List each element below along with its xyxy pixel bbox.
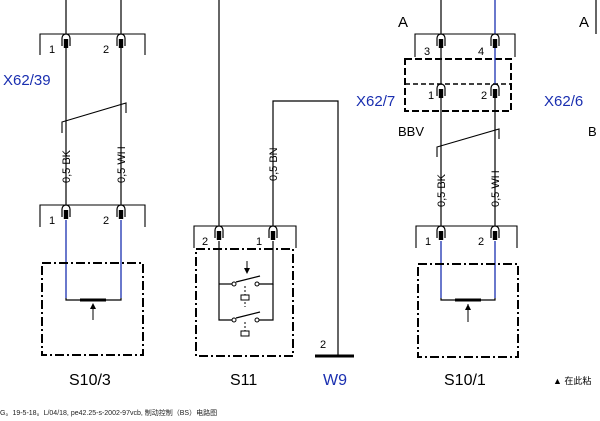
left-circuit: 1 2 X62/39 0,5 BK 0,5 WH 1 2 S10/3 xyxy=(3,0,146,389)
footer-note: ▲ 在此粘 xyxy=(553,375,591,386)
right-circuit: A 3 4 1 2 X62/7 BBV 0,5 BK 0,5 WH xyxy=(356,0,519,389)
marker-a-right: A xyxy=(579,14,589,31)
component-label-w9: W9 xyxy=(323,372,347,389)
pin-label: 2 xyxy=(478,236,484,248)
pin-label: 2 xyxy=(202,236,208,248)
wire-label-left-bk: 0,5 BK xyxy=(61,149,73,183)
connector-s11 xyxy=(193,225,297,248)
ground-w9: 2 W9 xyxy=(315,339,354,389)
wire-label-right-wh: 0,5 WH xyxy=(490,170,502,207)
connector-x62-39-top xyxy=(39,33,146,55)
pin-label: 1 xyxy=(425,236,431,248)
pin-label: 1 xyxy=(428,90,434,102)
wire-label-s11-bn: 0,5 BN xyxy=(268,147,280,181)
pin-label: 4 xyxy=(478,46,484,58)
wire-label-left-wh: 0,5 WH xyxy=(116,146,128,183)
pin-label: 3 xyxy=(424,46,430,58)
pin-label: 2 xyxy=(320,339,326,351)
pin-label: 1 xyxy=(256,236,262,248)
connector-label-x62-6: X62/6 xyxy=(544,93,583,110)
component-label-s10-1: S10/1 xyxy=(444,372,486,389)
pin-label: 2 xyxy=(481,90,487,102)
pin-label: 2 xyxy=(103,44,109,56)
marker-a: A xyxy=(398,14,408,31)
component-label-s10-3: S10/3 xyxy=(69,372,111,389)
connector-right-top xyxy=(414,33,516,57)
pin-label: 2 xyxy=(103,215,109,227)
connector-left-mid xyxy=(39,204,146,227)
connector-label-x62-39: X62/39 xyxy=(3,72,51,89)
component-box-s10-3 xyxy=(41,262,144,356)
connector-right-low xyxy=(415,225,518,248)
connector-label-x62-7: X62/7 xyxy=(356,93,395,110)
wire-label-right-bk: 0,5 BK xyxy=(436,173,448,207)
footer-caption: G。19-5-18。L/04/18, pe42.25-s-2002-97vcb,… xyxy=(0,408,217,417)
component-box-s10-1 xyxy=(417,263,519,358)
s11-circuit: 0,5 BN 2 1 S11 xyxy=(193,0,339,389)
pin-label: 1 xyxy=(49,44,55,56)
far-right-partial: A X62/6 B xyxy=(544,0,597,139)
marker-bbv-right: B xyxy=(588,124,597,139)
component-label-s11: S11 xyxy=(230,372,257,389)
connector-housing-x62-7 xyxy=(404,58,512,112)
marker-bbv: BBV xyxy=(398,124,424,139)
pin-label: 1 xyxy=(49,215,55,227)
